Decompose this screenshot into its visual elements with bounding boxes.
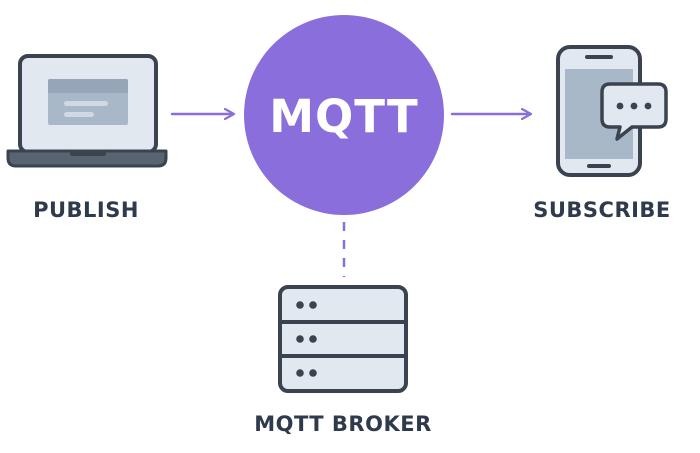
server-stack-icon xyxy=(278,285,408,393)
laptop-icon xyxy=(6,54,168,168)
broker-label: MQTT BROKER xyxy=(254,412,432,436)
mqtt-hub-circle xyxy=(244,15,444,215)
publish-label: PUBLISH xyxy=(33,198,139,222)
chat-bubble-icon xyxy=(600,82,668,141)
mqtt-hub-label: MQTT xyxy=(269,90,418,143)
subscribe-label: SUBSCRIBE xyxy=(533,198,671,222)
smartphone-chat-icon xyxy=(556,45,668,177)
